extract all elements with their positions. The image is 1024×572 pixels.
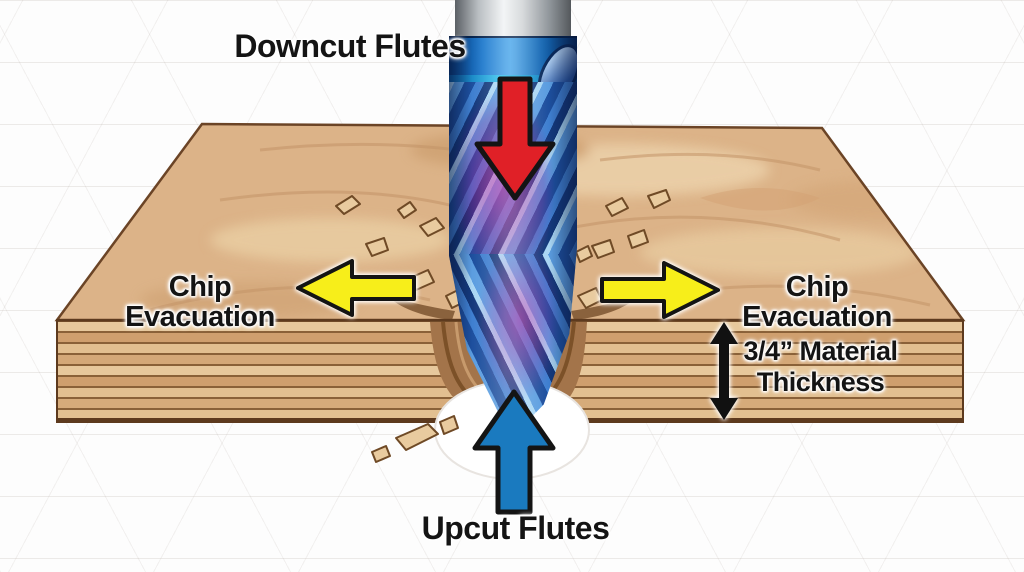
wood-chip	[395, 423, 439, 451]
kerf-slot-left	[388, 296, 455, 320]
material-thickness-label: 3/4” Material Thickness	[728, 336, 913, 398]
wood-chip	[605, 197, 629, 217]
wood-chip	[575, 245, 593, 263]
chip-evacuation-right-arrow-icon	[600, 261, 720, 319]
wood-chip	[397, 201, 417, 219]
wood-chip	[419, 217, 445, 237]
wood-chip	[591, 239, 615, 259]
wood-grain-lines	[149, 142, 931, 312]
thickness-dimension-arrow-icon	[710, 322, 738, 420]
upcut-flutes-label: Upcut Flutes	[421, 510, 610, 546]
wood-chip	[365, 237, 389, 257]
chip-evacuation-left-label: Chip Evacuation	[125, 271, 275, 334]
wood-chip	[647, 189, 671, 209]
downcut-direction-arrow-icon	[474, 76, 556, 201]
wood-chip	[335, 195, 361, 215]
downcut-flutes-label: Downcut Flutes	[234, 28, 466, 64]
wood-chip	[371, 445, 391, 463]
chip-evacuation-right-label: Chip Evacuation	[742, 271, 892, 334]
wood-chip	[627, 229, 649, 249]
material-thickness-line1: 3/4” Material	[743, 336, 898, 366]
material-thickness-line2: Thickness	[756, 367, 885, 397]
chip-evacuation-left-arrow-icon	[296, 259, 416, 317]
upcut-direction-arrow-icon	[472, 389, 556, 515]
